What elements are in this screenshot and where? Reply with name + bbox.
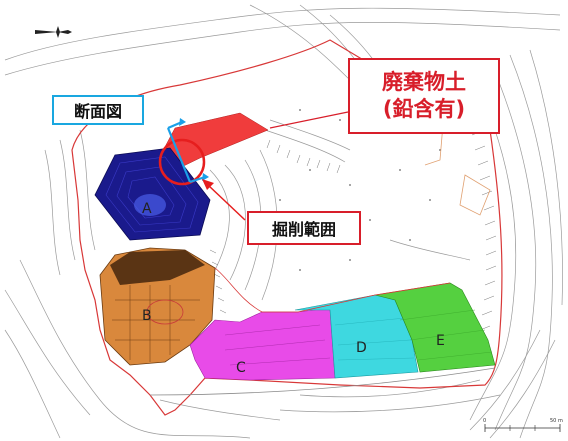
zone-b: B: [99, 247, 216, 366]
zone-d-label: D: [356, 340, 367, 356]
zone-b-label: B: [142, 308, 152, 324]
waste-soil-callout: 廃棄物土 (鉛含有): [348, 58, 500, 134]
excavation-circle: [158, 138, 206, 186]
zone-e: E: [374, 282, 496, 373]
scale-end-label: 50 m: [550, 418, 563, 424]
scale-bar: 0 50 m: [483, 418, 563, 432]
zone-a-label: A: [142, 201, 152, 217]
access-road: [149, 367, 496, 396]
scale-start-label: 0: [483, 418, 486, 424]
zone-a: A: [94, 147, 211, 241]
excavation-range-callout: 掘削範囲: [247, 211, 361, 245]
cross-section-callout: 断面図: [52, 95, 144, 125]
waste-soil-title: 廃棄物土: [382, 70, 466, 94]
zone-d: D: [294, 294, 419, 379]
zone-c-label: C: [236, 360, 246, 376]
zone-e-label: E: [436, 333, 445, 349]
waste-soil-subtitle: (鉛含有): [382, 97, 466, 121]
waste-leader: [269, 111, 349, 129]
inner-boundary: [214, 267, 451, 313]
north-arrow-icon: [35, 26, 72, 38]
excavation-pointer: [202, 179, 246, 221]
